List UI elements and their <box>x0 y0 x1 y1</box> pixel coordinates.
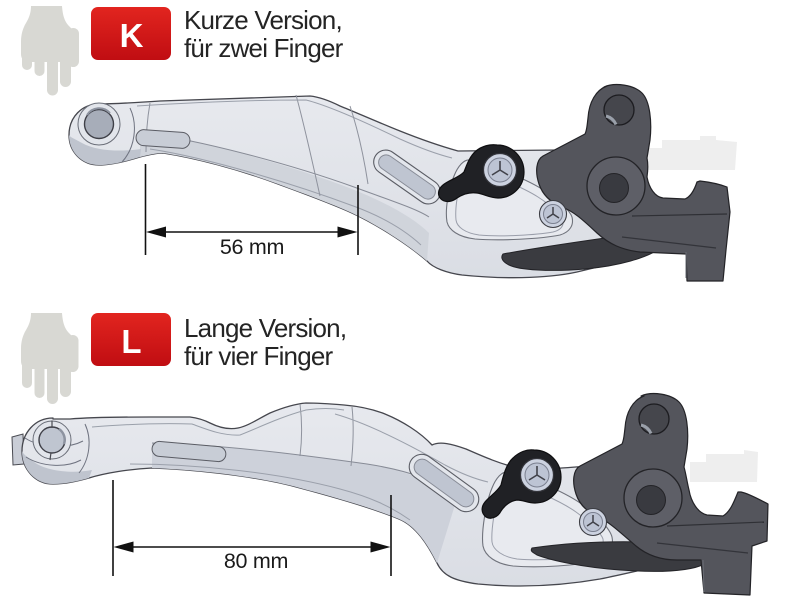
svg-text:56 mm: 56 mm <box>220 235 284 259</box>
svg-text:Lange Version,: Lange Version, <box>184 313 346 343</box>
svg-text:für zwei Finger: für zwei Finger <box>184 33 344 63</box>
svg-text:K: K <box>120 17 144 54</box>
svg-text:L: L <box>121 323 141 360</box>
svg-text:für vier Finger: für vier Finger <box>184 341 334 371</box>
svg-text:Kurze Version,: Kurze Version, <box>184 5 342 35</box>
svg-text:80 mm: 80 mm <box>224 549 288 573</box>
